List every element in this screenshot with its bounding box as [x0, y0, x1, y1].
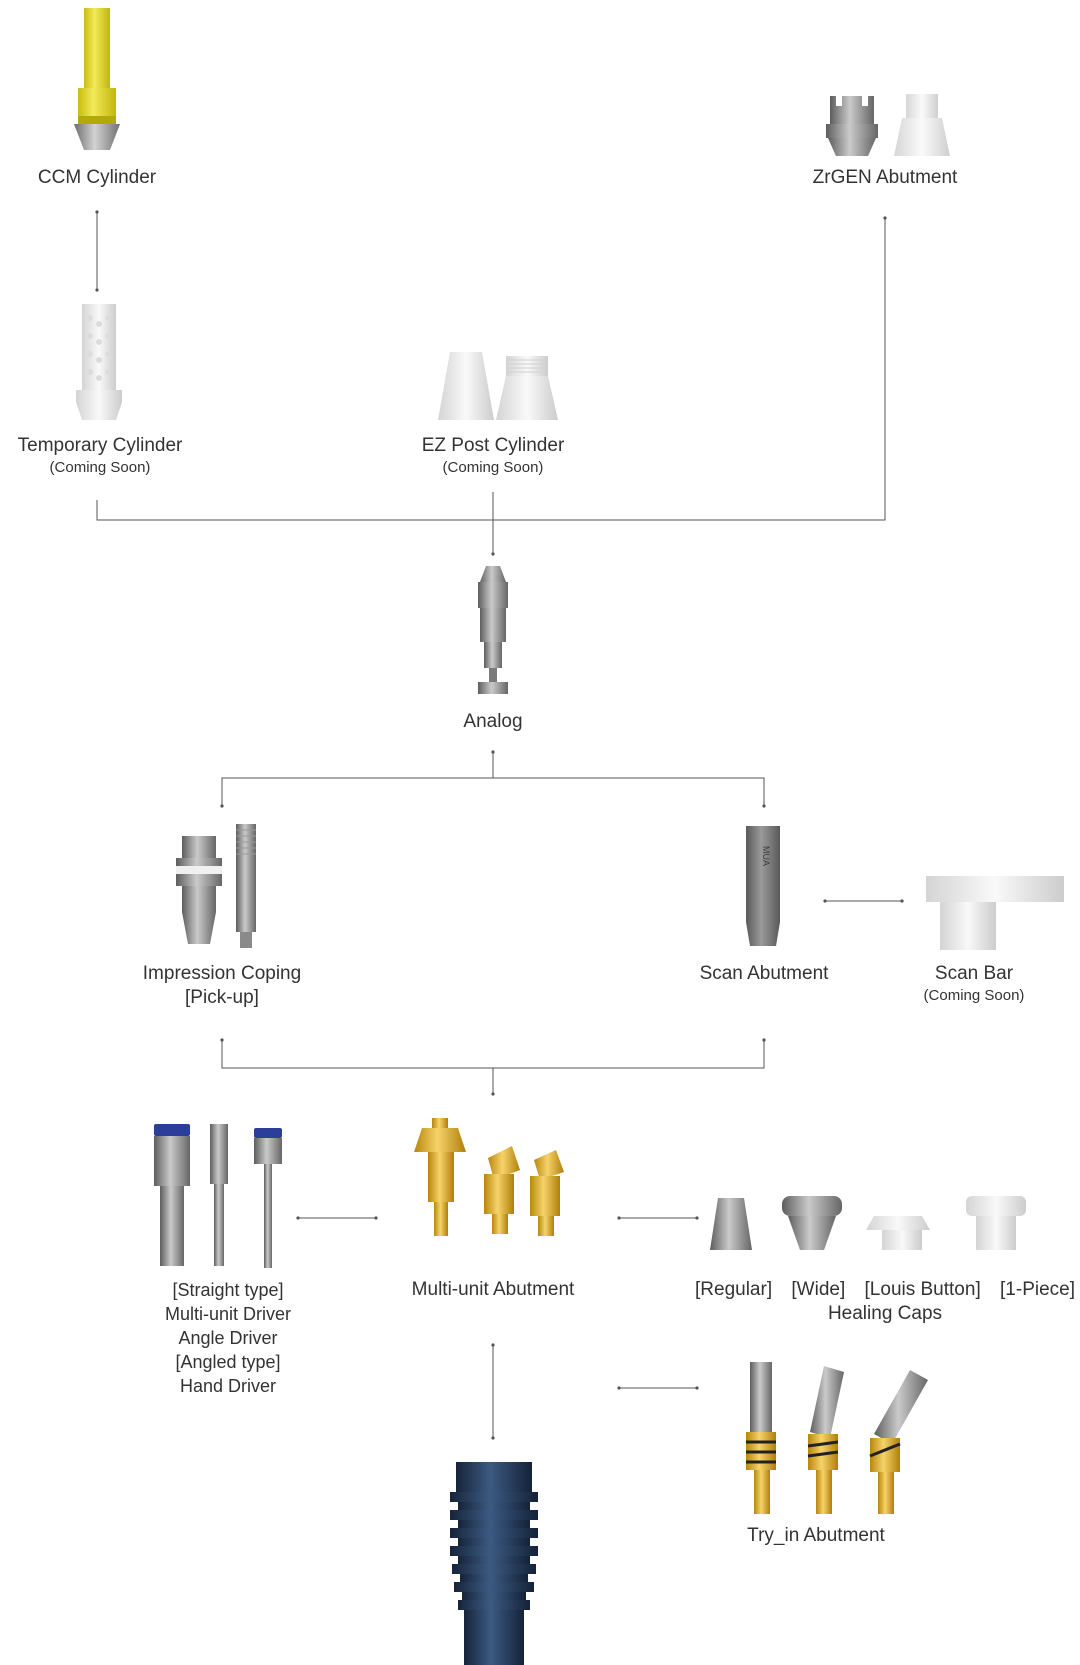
- drivers-label: [Straight type] Multi-unit Driver Angle …: [164, 1280, 292, 1396]
- multi-unit-abutment-label: Multi-unit Abutment: [411, 1279, 575, 1300]
- healing-cap-wide: [Wide]: [791, 1279, 846, 1300]
- ez-post-cylinder-image: [438, 352, 558, 420]
- healing-caps-image: [710, 1196, 1026, 1250]
- analog-label: Analog: [463, 711, 523, 732]
- zrgen-abutment-label: ZrGEN Abutment: [812, 167, 958, 188]
- scan-abutment-image: MUA: [746, 826, 780, 946]
- analog-image: [478, 566, 508, 694]
- healing-caps-label: [Regular] [Wide] [Louis Button] [1-Piece…: [695, 1279, 1075, 1324]
- temporary-cylinder-image: [76, 304, 122, 420]
- healing-cap-louis-button: [Louis Button]: [864, 1279, 981, 1300]
- ez-post-cylinder-label: EZ Post Cylinder (Coming Soon): [421, 435, 565, 476]
- healing-cap-1-piece: [1-Piece]: [1000, 1279, 1075, 1300]
- multi-unit-abutment-image: [414, 1118, 564, 1236]
- implant-image: [450, 1462, 538, 1665]
- zrgen-abutment-image: [826, 94, 950, 156]
- ccm-cylinder-label: CCM Cylinder: [37, 167, 157, 188]
- scan-bar-image: [926, 876, 1064, 950]
- scan-abutment-label: Scan Abutment: [699, 963, 829, 984]
- impression-coping-image: [176, 824, 256, 948]
- healing-cap-regular: [Regular]: [695, 1279, 773, 1300]
- scan-bar-label: Scan Bar (Coming Soon): [923, 963, 1025, 1004]
- drivers-image: [154, 1124, 282, 1268]
- ccm-cylinder-image: [74, 8, 120, 150]
- impression-coping-label: Impression Coping [Pick-up]: [142, 963, 302, 1008]
- scan-abutment-marking: MUA: [761, 846, 771, 866]
- try-in-abutment-label: Try_in Abutment: [747, 1525, 885, 1546]
- try-in-abutment-image: [746, 1362, 928, 1514]
- temporary-cylinder-label: Temporary Cylinder (Coming Soon): [17, 435, 183, 476]
